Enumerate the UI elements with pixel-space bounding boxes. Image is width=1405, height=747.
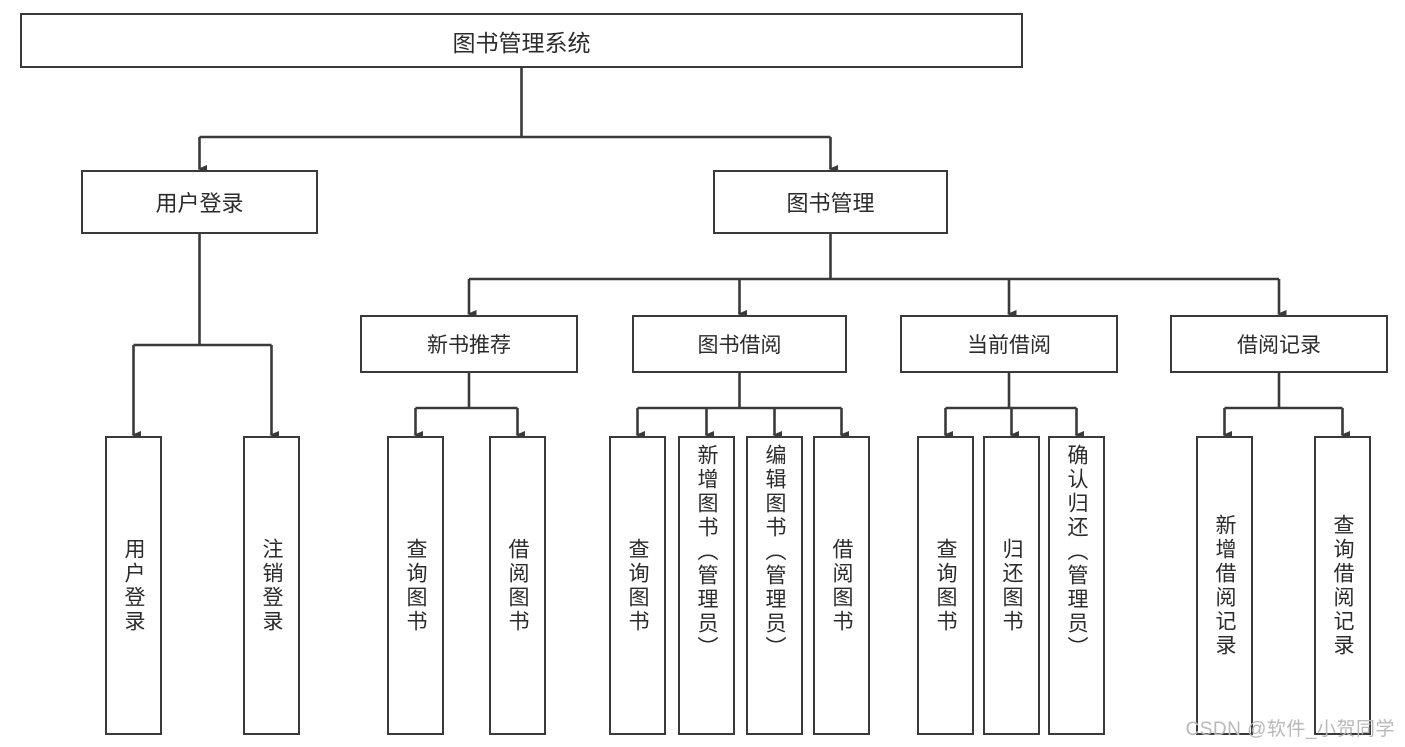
node-leaf-return-book[interactable]: 归还图书	[983, 436, 1040, 735]
node-label: 归还图书	[1000, 537, 1023, 634]
node-leaf-confirm-return-admin[interactable]: 确认归还（管理员）	[1048, 436, 1105, 735]
node-label: 新书推荐	[427, 334, 511, 357]
node-leaf-query-book-current[interactable]: 查询图书	[917, 436, 974, 735]
node-label: 确认归还（管理员）	[1065, 444, 1088, 660]
node-leaf-add-borrow-record[interactable]: 新增借阅记录	[1196, 436, 1253, 735]
node-label: 用户登录	[122, 537, 145, 634]
node-label: 图书管理系统	[452, 29, 591, 56]
node-label: 图书管理	[786, 191, 875, 216]
node-label: 当前借阅	[967, 334, 1051, 357]
node-label: 借阅记录	[1237, 334, 1321, 357]
node-label: 新增图书（管理员）	[695, 444, 718, 660]
node-label: 借阅图书	[506, 537, 529, 634]
node-root[interactable]: 图书管理系统	[20, 13, 1023, 68]
node-label: 图书借阅	[697, 334, 782, 357]
node-label: 借阅图书	[830, 537, 853, 634]
node-leaf-query-borrow-record[interactable]: 查询借阅记录	[1314, 436, 1371, 735]
node-book-borrow[interactable]: 图书借阅	[632, 315, 847, 373]
node-book-management[interactable]: 图书管理	[713, 170, 948, 234]
node-label: 编辑图书（管理员）	[763, 444, 786, 660]
node-label: 新增借阅记录	[1213, 513, 1236, 658]
node-borrow-record[interactable]: 借阅记录	[1170, 315, 1388, 373]
node-label: 查询图书	[626, 537, 649, 634]
node-label: 查询借阅记录	[1331, 513, 1354, 658]
node-leaf-user-login[interactable]: 用户登录	[105, 436, 162, 735]
node-current-borrow[interactable]: 当前借阅	[900, 315, 1118, 373]
node-leaf-borrow-book-rec[interactable]: 借阅图书	[489, 436, 546, 735]
node-new-book-recommend[interactable]: 新书推荐	[360, 315, 578, 373]
node-label: 查询图书	[934, 537, 957, 634]
node-label: 用户登录	[155, 191, 244, 216]
node-label: 查询图书	[404, 537, 427, 634]
node-leaf-query-book-rec[interactable]: 查询图书	[387, 436, 444, 735]
node-user-login[interactable]: 用户登录	[81, 170, 318, 234]
node-leaf-query-book-borrow[interactable]: 查询图书	[609, 436, 666, 735]
node-label: 注销登录	[260, 537, 283, 634]
node-leaf-edit-book-admin[interactable]: 编辑图书（管理员）	[746, 436, 803, 735]
node-leaf-add-book-admin[interactable]: 新增图书（管理员）	[678, 436, 735, 735]
node-leaf-logout[interactable]: 注销登录	[243, 436, 300, 735]
node-leaf-borrow-book[interactable]: 借阅图书	[813, 436, 870, 735]
